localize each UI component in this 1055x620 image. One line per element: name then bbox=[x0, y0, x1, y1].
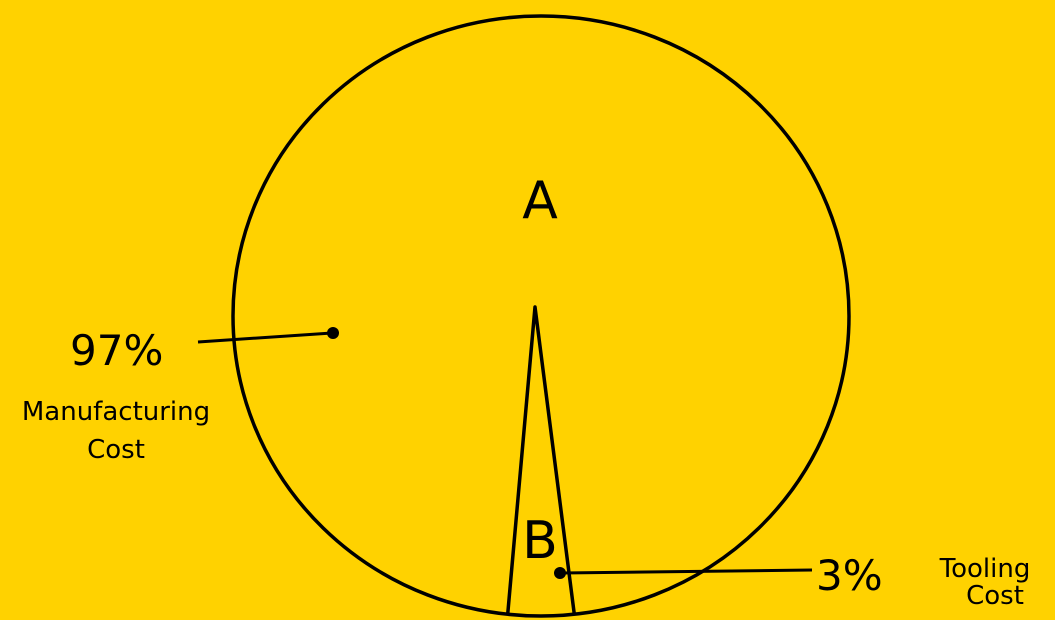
slice-b-percent: 3% bbox=[816, 551, 883, 600]
slice-b-caption-line2: Cost bbox=[966, 581, 1024, 611]
slice-b-letter: B bbox=[522, 511, 558, 571]
leader-dot-a bbox=[327, 327, 339, 339]
slice-a-caption-line2: Cost bbox=[87, 435, 145, 465]
leader-line-a bbox=[197, 331, 333, 344]
pie-outline bbox=[231, 14, 851, 618]
slice-b-caption-line1: Tooling bbox=[939, 554, 1031, 584]
slice-a-percent: 97% bbox=[70, 326, 163, 375]
slice-b-wedge bbox=[505, 305, 577, 615]
leader-line-b bbox=[561, 568, 813, 575]
slice-a-letter: A bbox=[522, 171, 558, 231]
leader-dot-b bbox=[554, 567, 566, 579]
slice-a-caption-line1: Manufacturing bbox=[22, 397, 210, 427]
